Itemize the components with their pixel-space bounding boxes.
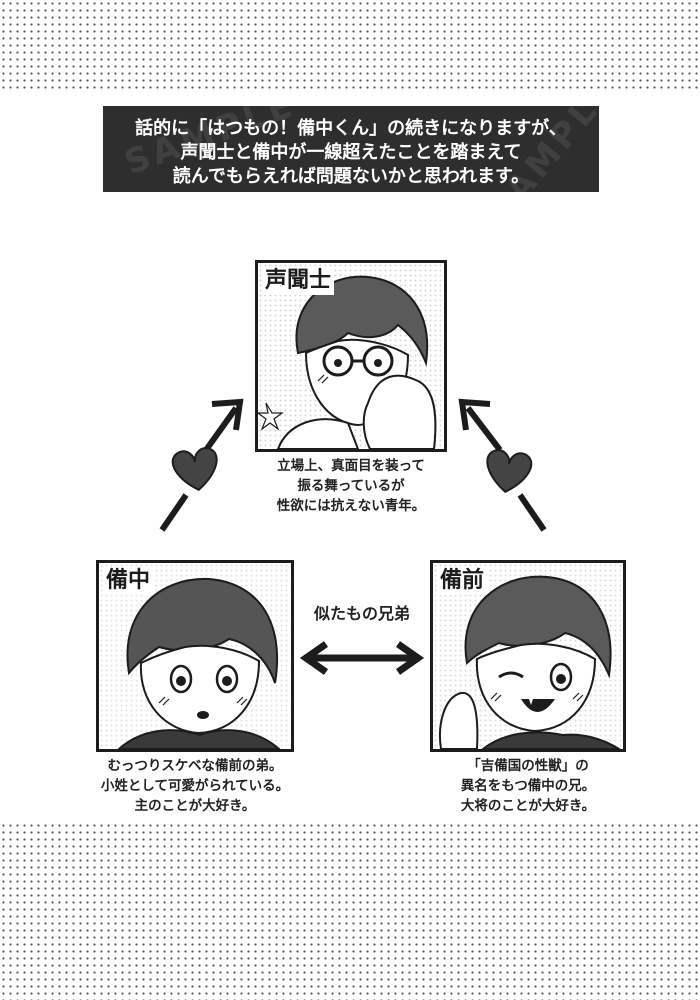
caption-line: 大将のことが大好き。: [460, 798, 596, 814]
arrow-right-to-top-shaft: [465, 406, 503, 452]
character-illustration: [99, 563, 291, 749]
character-name: 声聞士: [262, 267, 335, 295]
caption-line: 「吉備国の性獣」の: [467, 758, 589, 774]
heart-icon: [486, 449, 533, 493]
arrow-left-to-top-head: [211, 398, 244, 431]
character-illustration: [433, 563, 623, 749]
screentone-bottom: [0, 822, 700, 1000]
character-name: 備前: [437, 567, 488, 595]
caption-line: 振る舞っているが: [297, 478, 405, 494]
character-caption-right: 「吉備国の性獣」の 異名をもつ備中の兄。 大将のことが大好き。: [410, 756, 646, 816]
character-caption-top: 立場上、真面目を装って 振る舞っているが 性欲には抗えない青年。: [240, 456, 462, 516]
caption-line: むっつりスケベな備前の弟。: [107, 758, 283, 774]
double-arrow-right-head: [395, 641, 425, 675]
character-illustration: [258, 263, 444, 449]
arrow-right-to-top-head: [458, 398, 491, 431]
character-caption-left: むっつりスケベな備前の弟。 小姓として可愛がられている。 主のことが大好き。: [70, 756, 320, 816]
intro-line-2: 声聞士と備中が一線超えたことを踏まえて: [180, 142, 522, 163]
intro-box: SAMPLE SAMPLE 話的に「はつもの！備中くん」の続きになりますが、 声…: [103, 106, 599, 192]
character-panel-top: 声聞士: [255, 260, 447, 452]
character-panel-left: 備中: [96, 560, 294, 752]
caption-line: 小姓として可愛がられている。: [100, 778, 290, 794]
heart-icon: [171, 447, 218, 491]
arrow-right-to-top-tail: [517, 493, 547, 532]
caption-line: 立場上、真面目を装って: [277, 458, 425, 474]
character-panel-right: 備前: [430, 560, 626, 752]
arrow-left-to-top-tail: [159, 493, 189, 532]
intro-line-3: 読んでもらえれば問題ないかと思われます。: [172, 166, 530, 187]
intro-line-1: 話的に「はつもの！備中くん」の続きになりますが、: [135, 118, 567, 139]
double-arrow-left-head: [299, 641, 329, 675]
character-name: 備中: [103, 567, 154, 595]
caption-line: 異名をもつ備中の兄。: [460, 778, 596, 794]
screentone-top: [0, 0, 700, 92]
caption-line: 性欲には抗えない青年。: [276, 498, 426, 514]
relation-label: 似たもの兄弟: [313, 604, 410, 623]
arrow-left-to-top-shaft: [203, 406, 239, 452]
caption-line: 主のことが大好き。: [134, 798, 256, 814]
